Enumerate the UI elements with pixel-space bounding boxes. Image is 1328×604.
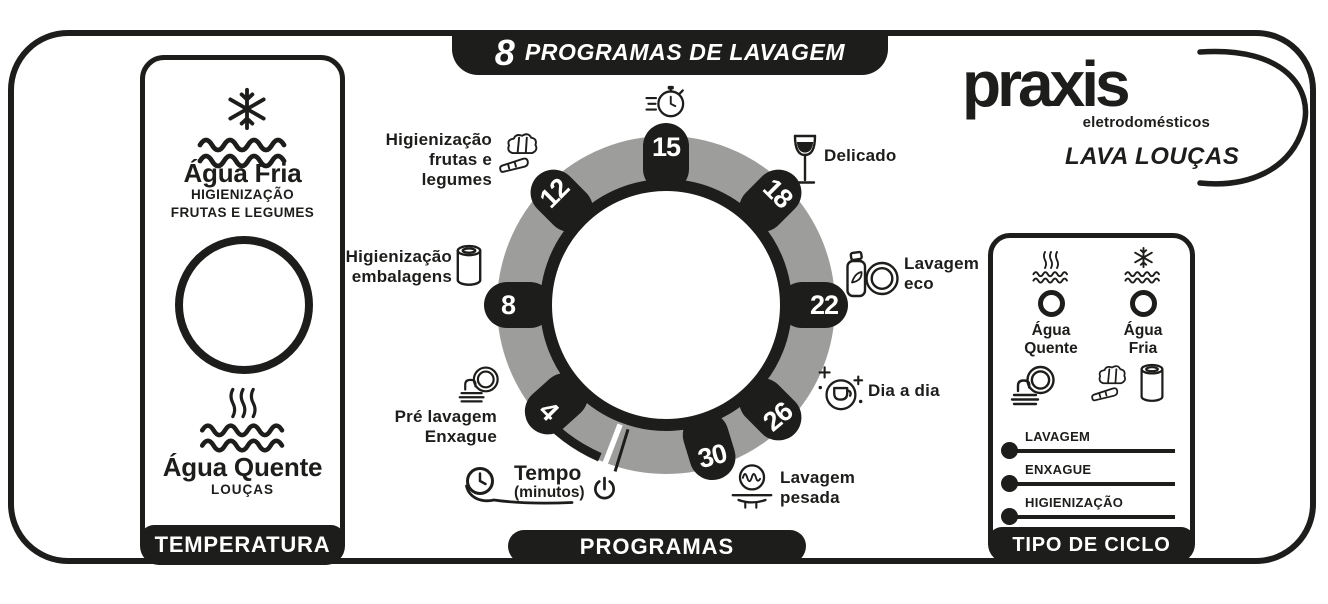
- program-label-eco: Lavagem eco: [904, 254, 980, 294]
- heavy-wash-pot-icon: [727, 461, 777, 513]
- cycle-row-label: HIGIENIZAÇÃO: [1025, 495, 1124, 510]
- brand-logo: praxis: [962, 48, 1131, 120]
- water-waves-icon: [1121, 269, 1165, 285]
- program-label-delicado: Delicado: [824, 146, 897, 165]
- program-dial[interactable]: 15 18 22 26 30 4 8 12: [466, 105, 866, 505]
- clock-icon: [465, 467, 574, 505]
- temperature-panel: Água Fria HIGIENIZAÇÃO FRUTAS E LEGUMES …: [140, 55, 345, 565]
- cycle-bullet: [1001, 442, 1018, 459]
- program-label-frutas-legumes: Higienização frutas e legumes: [385, 130, 492, 190]
- cycle-row-lavagem: LAVAGEM: [1001, 428, 1175, 459]
- temperature-tab: TEMPERATURA: [140, 525, 345, 565]
- dial-number-8: 8: [501, 290, 516, 320]
- wine-glass-icon: [788, 133, 822, 187]
- power-icon: [592, 476, 617, 503]
- hot-water-indicator-light: [1038, 290, 1065, 317]
- hot-water-subtitle: LOUÇAS: [211, 482, 274, 497]
- program-label-pre-lavagem: Pré lavagem Enxague: [394, 407, 497, 447]
- cold-water-indicator-light: [1130, 290, 1157, 317]
- steam-icon: [213, 386, 273, 420]
- dial-off-gap: [601, 423, 623, 469]
- program-label-pesada: Lavagem pesada: [780, 468, 856, 508]
- hot-water-title: Água Quente: [162, 452, 323, 482]
- programs-count-banner: 8 PROGRAMAS DE LAVAGEM: [452, 30, 888, 75]
- program-label-dia-a-dia: Dia a dia: [868, 381, 940, 400]
- dial-number-22: 22: [810, 290, 838, 320]
- program-label-embalagens: Higienização embalagens: [345, 247, 452, 287]
- hot-water-waves-icon: [189, 418, 299, 456]
- cycle-hot-label: Água Quente: [1024, 322, 1078, 357]
- temperature-knob[interactable]: [175, 236, 313, 374]
- prewash-dishes-icon: [1007, 362, 1057, 408]
- cycle-row-enxague: ENXAGUE: [1001, 461, 1175, 492]
- steam-icon: [1034, 250, 1068, 270]
- cycle-row-higienizacao: HIGIENIZAÇÃO: [1001, 494, 1175, 525]
- dial-off-tick: [613, 428, 630, 472]
- cold-water-title: Água Fria: [183, 158, 302, 188]
- program-knob[interactable]: [540, 179, 792, 431]
- snowflake-icon: [224, 86, 270, 132]
- dial-number-15: 15: [652, 132, 681, 162]
- cycle-bullet: [1001, 475, 1018, 492]
- cycle-type-tab: TIPO DE CICLO: [988, 527, 1195, 563]
- tempo-unit: (minutos): [514, 484, 585, 501]
- product-name: LAVA LOUÇAS: [1065, 143, 1240, 170]
- can-icon: [455, 242, 483, 289]
- programs-count: 8: [494, 31, 515, 73]
- snowflake-icon: [1132, 246, 1155, 269]
- cycle-row-label: LAVAGEM: [1025, 429, 1091, 444]
- prewash-dishes-icon: [455, 363, 501, 405]
- tempo-caption: Tempo (minutos): [514, 463, 585, 502]
- cycle-type-panel: Água Quente Água Fria LAVAGEM ENXAGUE HI…: [988, 233, 1195, 563]
- tempo-label: Tempo: [514, 462, 582, 485]
- daily-wash-icon: [815, 362, 865, 416]
- water-waves-icon: [1029, 269, 1073, 285]
- banner-title: PROGRAMAS DE LAVAGEM: [524, 39, 846, 65]
- cold-water-subtitle: HIGIENIZAÇÃO FRUTAS E LEGUMES: [170, 187, 315, 220]
- cycle-bullet: [1001, 508, 1018, 525]
- programs-tab: PROGRAMAS: [508, 530, 806, 564]
- stopwatch-icon: [644, 80, 688, 120]
- brand-subtitle: eletrodomésticos: [1082, 114, 1210, 131]
- vegetables-icon: [497, 131, 547, 179]
- vegetables-icon: [1089, 364, 1135, 406]
- eco-wash-icon: [843, 248, 899, 300]
- cycle-cold-label: Água Fria: [1123, 322, 1163, 357]
- can-icon: [1139, 360, 1165, 406]
- cycle-row-label: ENXAGUE: [1025, 462, 1092, 477]
- logo-swoosh: [1197, 48, 1309, 187]
